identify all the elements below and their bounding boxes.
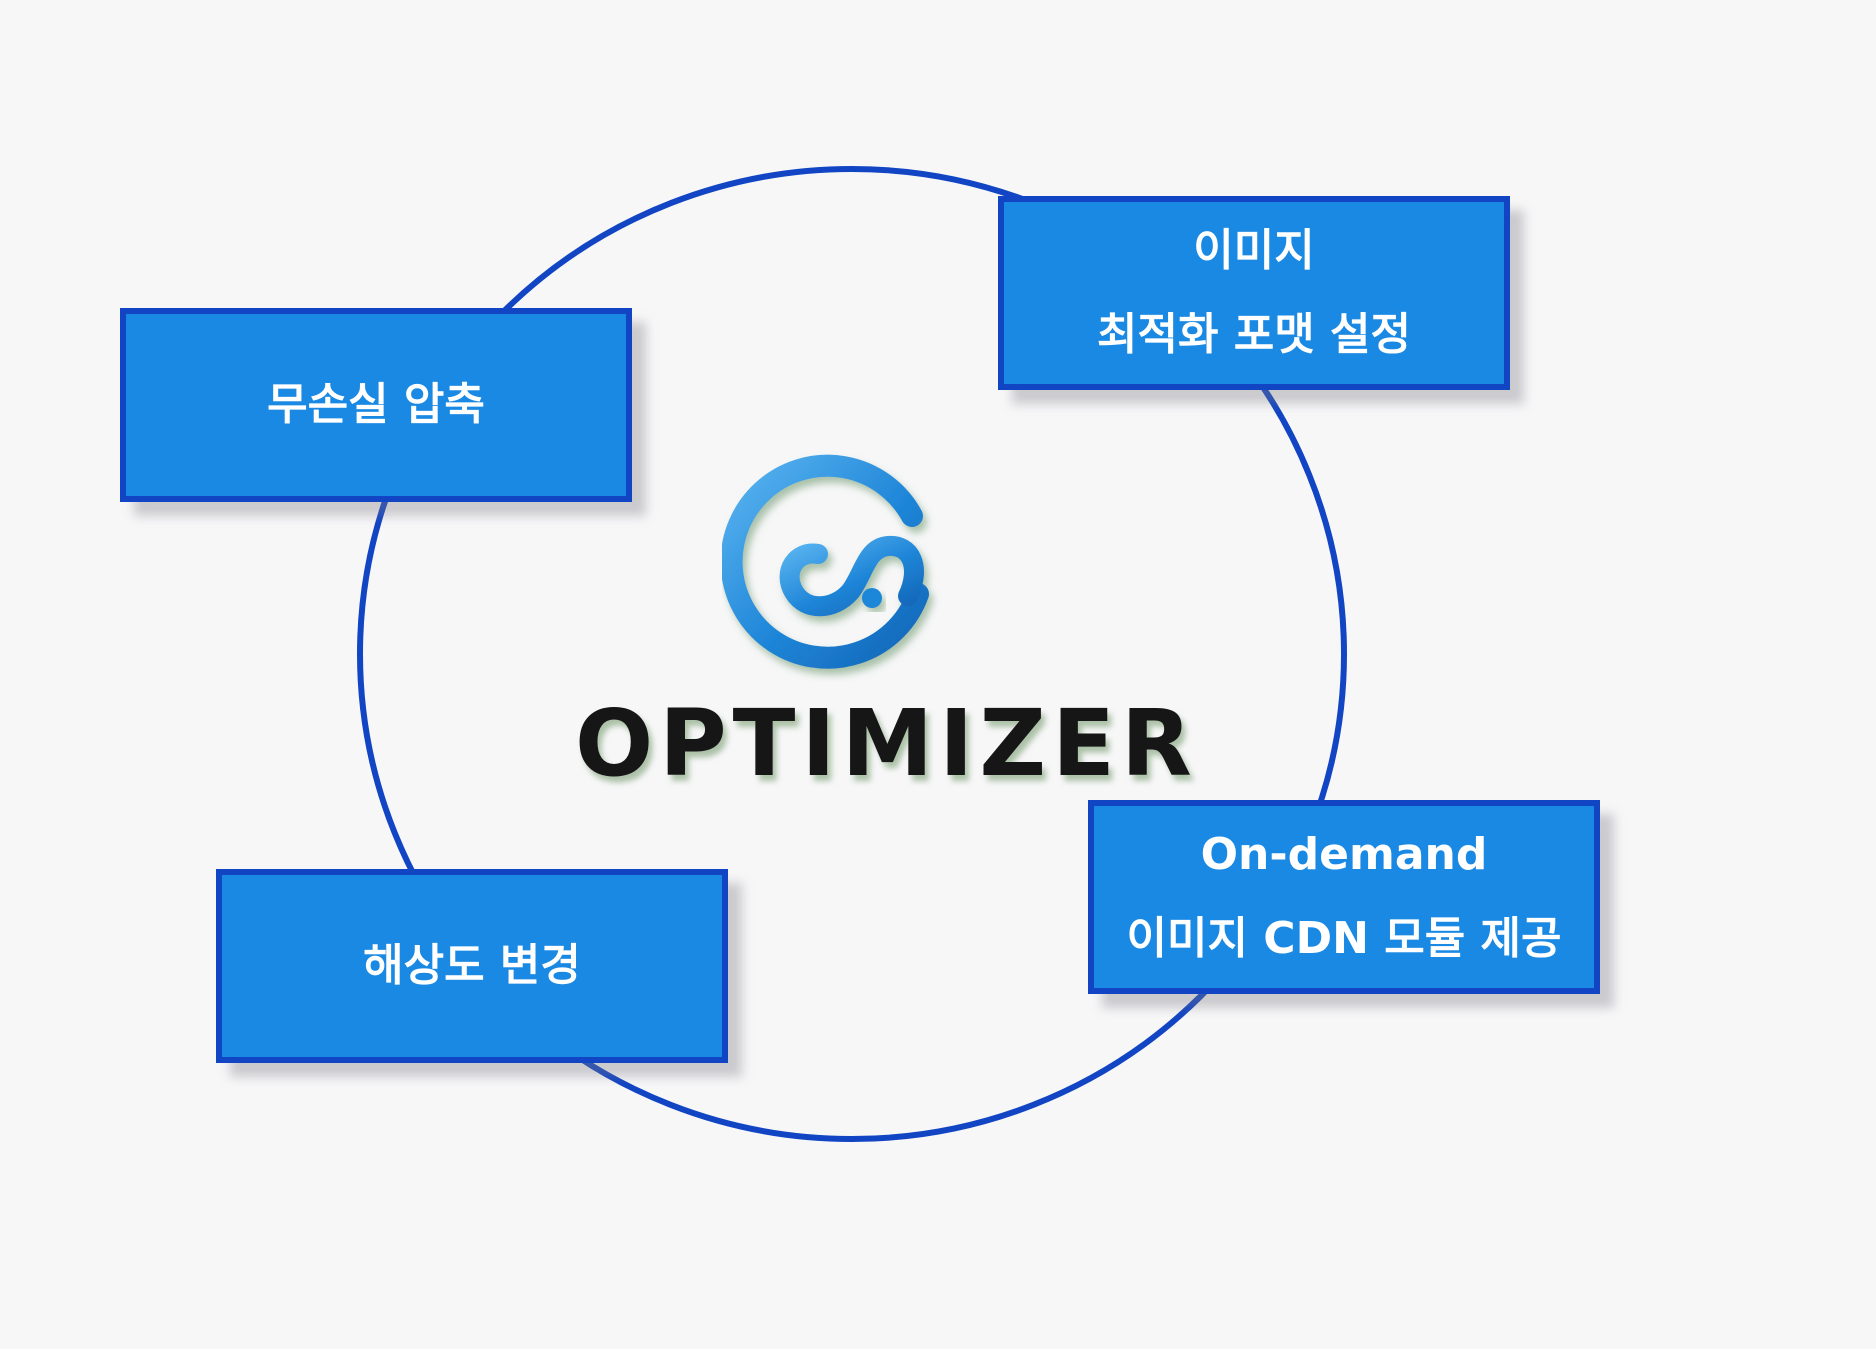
cycle-ring (357, 166, 1347, 1142)
feature-label-cdn-module: 이미지 CDN 모듈 제공 (1126, 913, 1562, 964)
feature-box-image-format: 이미지 최적화 포맷 설정 (998, 196, 1510, 390)
feature-label-image: 이미지 (1193, 225, 1315, 277)
feature-box-on-demand-cdn: On-demand 이미지 CDN 모듈 제공 (1088, 800, 1600, 994)
feature-label-on-demand: On-demand (1200, 829, 1488, 881)
feature-box-lossless-compression: 무손실 압축 (120, 308, 632, 502)
optimizer-swirl-icon (722, 454, 929, 669)
feature-label-format-setting: 최적화 포맷 설정 (1097, 309, 1411, 360)
feature-box-resolution-change: 해상도 변경 (216, 869, 728, 1063)
optimizer-wordmark: OPTIMIZER (575, 690, 1198, 797)
feature-label-resolution-change: 해상도 변경 (363, 940, 581, 992)
feature-label-lossless-compression: 무손실 압축 (267, 379, 485, 431)
